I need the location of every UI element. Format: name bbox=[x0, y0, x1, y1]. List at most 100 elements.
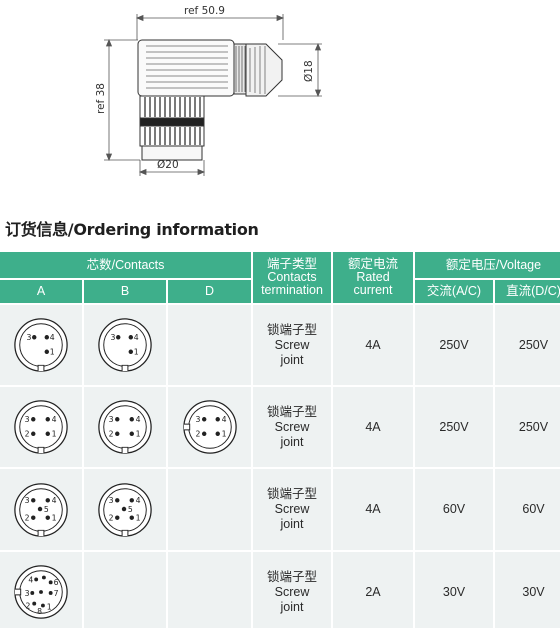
length-label: ref 50.9 bbox=[184, 5, 225, 17]
dc-voltage-row1: 250V bbox=[495, 305, 560, 385]
bottom-diameter-dimension bbox=[138, 160, 206, 176]
pin-diagram-icon: 3 4 2 1 bbox=[182, 400, 237, 454]
svg-text:3: 3 bbox=[111, 333, 116, 342]
pin-layout-d-row3 bbox=[168, 469, 251, 550]
pin-layout-a-row4: 4 6 3 7 2 1 8 bbox=[0, 552, 82, 628]
header-col-a: A bbox=[0, 280, 82, 303]
pin-diagram-icon: 3 4 2 1 bbox=[14, 400, 68, 454]
pin-layout-b-row2: 3 4 2 1 bbox=[84, 387, 166, 467]
current-row4: 2A bbox=[333, 552, 413, 628]
termination-en-1: Screw bbox=[274, 419, 310, 434]
header-termination-en-2: termination bbox=[261, 283, 323, 297]
dc-voltage-row2: 250V bbox=[495, 387, 560, 467]
svg-text:5: 5 bbox=[44, 504, 49, 513]
svg-text:3: 3 bbox=[109, 496, 114, 505]
header-col-d: D bbox=[168, 280, 251, 303]
pin-diagram-icon: 3 4 2 1 bbox=[98, 400, 152, 454]
svg-text:4: 4 bbox=[136, 415, 141, 424]
termination-cn: 锁端子型 bbox=[266, 404, 317, 419]
termination-en-1: Screw bbox=[274, 337, 310, 352]
svg-text:2: 2 bbox=[195, 430, 200, 439]
pin-layout-a-row1: 3 4 1 bbox=[0, 305, 82, 385]
termination-en-2: joint bbox=[280, 434, 304, 449]
header-current-en-2: current bbox=[353, 283, 393, 297]
height-dimension bbox=[104, 38, 140, 162]
svg-text:3: 3 bbox=[27, 333, 32, 342]
svg-text:6: 6 bbox=[54, 578, 59, 587]
svg-text:1: 1 bbox=[52, 513, 57, 522]
header-termination-cn: 端子类型 bbox=[266, 257, 317, 271]
pin-diagram-icon: 3 4 1 bbox=[98, 318, 152, 372]
svg-text:4: 4 bbox=[52, 496, 57, 505]
svg-text:1: 1 bbox=[47, 602, 52, 611]
pin-diagram-icon: 3 4 1 bbox=[14, 318, 68, 372]
header-ac: 交流(A/C) bbox=[415, 280, 493, 303]
pin-layout-a-row3: 3 4 5 2 1 bbox=[0, 469, 82, 550]
svg-text:1: 1 bbox=[221, 430, 226, 439]
header-current-cn: 额定电流 bbox=[347, 257, 398, 271]
pin-layout-d-row2: 3 4 2 1 bbox=[168, 387, 251, 467]
termination-cn: 锁端子型 bbox=[266, 569, 317, 584]
svg-text:4: 4 bbox=[52, 415, 57, 424]
svg-text:4: 4 bbox=[134, 333, 139, 342]
pin-layout-a-row2: 3 4 2 1 bbox=[0, 387, 82, 467]
svg-text:2: 2 bbox=[109, 430, 114, 439]
header-contacts: 芯数/Contacts bbox=[0, 252, 251, 278]
dc-voltage-row3: 60V bbox=[495, 469, 560, 550]
svg-text:1: 1 bbox=[52, 430, 57, 439]
svg-text:4: 4 bbox=[50, 333, 55, 342]
svg-text:2: 2 bbox=[25, 513, 30, 522]
svg-text:2: 2 bbox=[109, 513, 114, 522]
svg-text:1: 1 bbox=[136, 430, 141, 439]
termination-en-2: joint bbox=[280, 599, 304, 614]
ac-voltage-row4: 30V bbox=[415, 552, 493, 628]
header-termination: 端子类型 Contacts termination bbox=[253, 252, 331, 303]
right-diameter-label: Ø18 bbox=[303, 60, 315, 82]
pin-diagram-icon: 4 6 3 7 2 1 8 bbox=[14, 565, 68, 619]
ac-voltage-row2: 250V bbox=[415, 387, 493, 467]
height-label: ref 38 bbox=[95, 83, 107, 114]
svg-text:4: 4 bbox=[136, 496, 141, 505]
termination-row2: 锁端子型 Screw joint bbox=[253, 387, 331, 467]
svg-text:3: 3 bbox=[195, 415, 200, 424]
pin-diagram-icon: 3 4 5 2 1 bbox=[98, 482, 152, 537]
svg-text:4: 4 bbox=[28, 575, 33, 584]
termination-row1: 锁端子型 Screw joint bbox=[253, 305, 331, 385]
pin-diagram-icon: 3 4 5 2 1 bbox=[14, 482, 68, 537]
termination-row3: 锁端子型 Screw joint bbox=[253, 469, 331, 550]
termination-cn: 锁端子型 bbox=[266, 322, 317, 337]
svg-text:5: 5 bbox=[128, 504, 133, 513]
pin-layout-d-row1 bbox=[168, 305, 251, 385]
ac-voltage-row3: 60V bbox=[415, 469, 493, 550]
header-dc: 直流(D/C) bbox=[495, 280, 560, 303]
right-diameter-dimension bbox=[278, 42, 322, 98]
svg-text:4: 4 bbox=[221, 415, 226, 424]
svg-text:7: 7 bbox=[54, 589, 59, 598]
svg-text:3: 3 bbox=[25, 589, 30, 598]
svg-text:1: 1 bbox=[50, 348, 55, 357]
termination-en-1: Screw bbox=[274, 502, 310, 516]
header-current-en-1: Rated bbox=[356, 270, 390, 284]
header-voltage: 额定电压/Voltage bbox=[415, 252, 560, 278]
svg-text:2: 2 bbox=[26, 601, 31, 610]
length-dimension bbox=[135, 14, 285, 40]
termination-en-1: Screw bbox=[274, 584, 310, 599]
svg-text:2: 2 bbox=[25, 430, 30, 439]
ordering-info-title: 订货信息/Ordering information bbox=[5, 220, 259, 239]
svg-text:8: 8 bbox=[37, 607, 42, 616]
dc-voltage-row4: 30V bbox=[495, 552, 560, 628]
svg-text:3: 3 bbox=[25, 415, 30, 424]
svg-text:3: 3 bbox=[109, 415, 114, 424]
pin-layout-b-row3: 3 4 5 2 1 bbox=[84, 469, 166, 550]
bottom-diameter-label: Ø20 bbox=[157, 159, 179, 171]
pin-layout-b-row1: 3 4 1 bbox=[84, 305, 166, 385]
termination-row4: 锁端子型 Screw joint bbox=[253, 552, 331, 628]
termination-cn: 锁端子型 bbox=[266, 487, 317, 501]
svg-text:1: 1 bbox=[136, 513, 141, 522]
current-row3: 4A bbox=[333, 469, 413, 550]
pin-layout-d-row4 bbox=[168, 552, 251, 628]
termination-en-2: joint bbox=[280, 517, 304, 531]
connector-body bbox=[137, 39, 283, 161]
header-col-b: B bbox=[84, 280, 166, 303]
ordering-table: 芯数/Contacts 端子类型 Contacts termination 额定… bbox=[0, 252, 560, 628]
